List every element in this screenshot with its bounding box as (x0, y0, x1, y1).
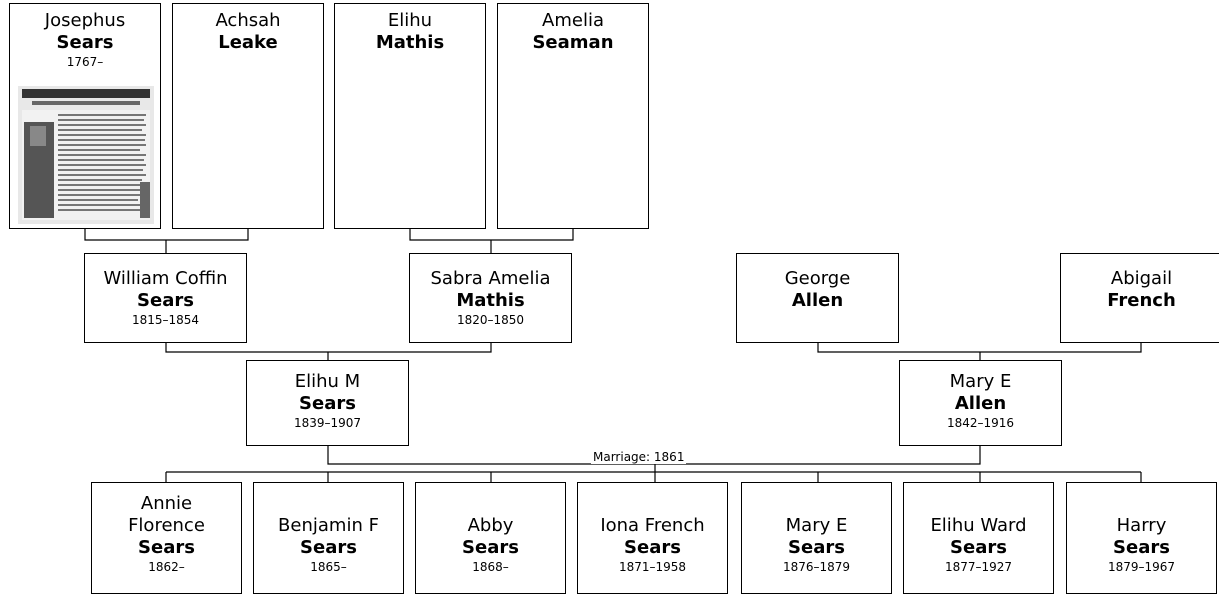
given-name: Elihu Ward (930, 515, 1027, 536)
surname: Sears (299, 393, 356, 414)
given-name: Abby (467, 515, 514, 536)
person-card-mary-e-sears[interactable]: Mary E Sears 1876–1879 (741, 482, 892, 594)
given-name: William Coffin (103, 268, 228, 289)
given-name: Mary E (949, 371, 1012, 392)
given-name: Sabra Amelia (430, 268, 551, 289)
person-card-mary-e-allen[interactable]: Mary E Allen 1842–1916 (899, 360, 1062, 446)
person-card-william-coffin-sears[interactable]: William Coffin Sears 1815–1854 (84, 253, 247, 343)
surname: Sears (138, 537, 195, 558)
life-dates: 1862– (148, 560, 185, 574)
person-card-amelia-seaman[interactable]: Amelia Seaman (497, 3, 649, 229)
given-name: Josephus (44, 10, 126, 31)
person-card-elihu-ward-sears[interactable]: Elihu Ward Sears 1877–1927 (903, 482, 1054, 594)
life-dates: 1871–1958 (618, 560, 687, 574)
life-dates: 1876–1879 (782, 560, 851, 574)
surname: Sears (1113, 537, 1170, 558)
surname: Sears (137, 290, 194, 311)
surname: Seaman (532, 32, 614, 53)
life-dates: 1877–1927 (944, 560, 1013, 574)
surname: Leake (218, 32, 278, 53)
person-card-elihu-m-sears[interactable]: Elihu M Sears 1839–1907 (246, 360, 409, 446)
person-card-abby-sears[interactable]: Abby Sears 1868– (415, 482, 566, 594)
surname: Sears (788, 537, 845, 558)
surname: Sears (300, 537, 357, 558)
given-name: Abigail (1110, 268, 1173, 289)
person-card-iona-french-sears[interactable]: Iona French Sears 1871–1958 (577, 482, 728, 594)
person-card-george-allen[interactable]: George Allen (736, 253, 899, 343)
surname: French (1107, 290, 1176, 311)
person-card-benjamin-f-sears[interactable]: Benjamin F Sears 1865– (253, 482, 404, 594)
person-card-annie-florence-sears[interactable]: Annie Florence Sears 1862– (91, 482, 242, 594)
person-card-achsah-leake[interactable]: Achsah Leake (172, 3, 324, 229)
surname: Allen (954, 393, 1007, 414)
given-name: Annie Florence (128, 493, 205, 536)
given-name: Harry (1116, 515, 1167, 536)
life-dates: 1879–1967 (1107, 560, 1176, 574)
person-card-abigail-french[interactable]: Abigail French (1060, 253, 1219, 343)
life-dates: 1842–1916 (946, 416, 1015, 430)
life-dates: 1815–1854 (131, 313, 200, 327)
surname: Sears (56, 32, 114, 53)
given-name: Mary E (785, 515, 848, 536)
surname: Mathis (456, 290, 525, 311)
given-name: Iona French (600, 515, 705, 536)
surname: Sears (950, 537, 1007, 558)
given-name: Achsah (215, 10, 281, 31)
life-dates: 1868– (472, 560, 509, 574)
surname: Mathis (375, 32, 445, 53)
person-card-josephus-sears[interactable]: Josephus Sears 1767– (9, 3, 161, 229)
life-dates: 1767– (66, 55, 104, 69)
surname: Allen (791, 290, 844, 311)
surname: Sears (462, 537, 519, 558)
person-card-harry-sears[interactable]: Harry Sears 1879–1967 (1066, 482, 1217, 594)
marriage-label: Marriage: 1861 (591, 450, 687, 464)
given-name: Elihu M (294, 371, 361, 392)
given-name: Elihu (387, 10, 433, 31)
document-photo[interactable] (18, 86, 154, 224)
given-name: George (784, 268, 851, 289)
person-card-elihu-mathis[interactable]: Elihu Mathis (334, 3, 486, 229)
surname: Sears (624, 537, 681, 558)
life-dates: 1820–1850 (456, 313, 525, 327)
person-card-sabra-amelia-mathis[interactable]: Sabra Amelia Mathis 1820–1850 (409, 253, 572, 343)
life-dates: 1865– (310, 560, 347, 574)
given-name: Amelia (542, 10, 604, 31)
life-dates: 1839–1907 (293, 416, 362, 430)
given-name: Benjamin F (278, 515, 379, 536)
